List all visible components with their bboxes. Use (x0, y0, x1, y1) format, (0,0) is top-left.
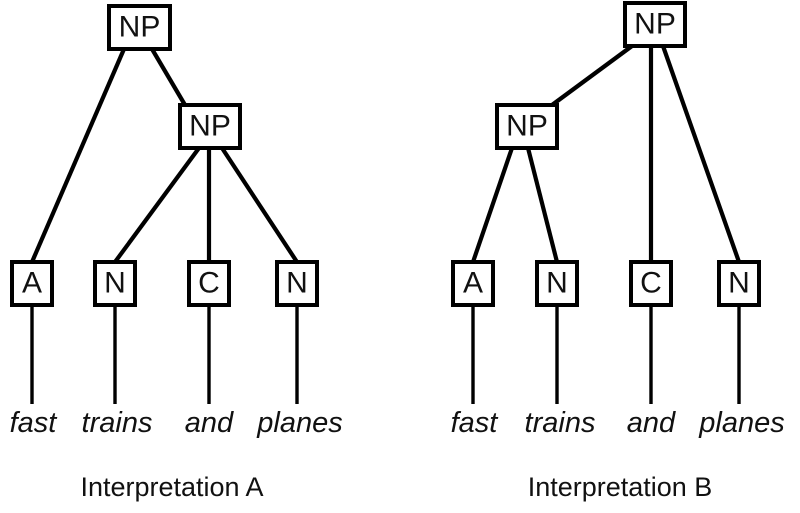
node-label-b-conj: C (640, 266, 662, 299)
node-box-b-conj[interactable] (629, 260, 673, 307)
branch-a-np2-to-a-noun2 (220, 146, 299, 264)
node-label-b-adj: A (463, 266, 483, 299)
node-box-a-adj[interactable] (10, 260, 54, 307)
node-label-a-root: NP (119, 10, 161, 43)
node-box-b-np2[interactable] (495, 103, 559, 150)
node-box-a-noun1[interactable] (93, 260, 137, 307)
node-label-b-root: NP (634, 7, 676, 40)
node-box-b-adj[interactable] (451, 260, 495, 307)
branch-b-root-to-b-np2 (550, 44, 634, 107)
branch-a-root-to-a-np2 (150, 47, 187, 107)
word-label-a-noun1: trains (82, 407, 153, 439)
node-box-a-noun2[interactable] (275, 260, 319, 307)
node-box-b-noun2[interactable] (717, 260, 761, 307)
node-box-b-noun1[interactable] (535, 260, 579, 307)
word-label-b-noun1: trains (525, 407, 596, 439)
caption-interpretation-a: Interpretation A (80, 472, 263, 502)
word-label-a-conj: and (185, 407, 234, 439)
node-label-a-conj: C (198, 266, 220, 299)
branch-b-np2-to-b-adj (471, 147, 514, 263)
node-label-b-noun2: N (728, 266, 750, 299)
node-box-b-root[interactable] (623, 1, 687, 48)
branch-a-np2-to-a-noun1 (113, 146, 201, 264)
node-box-a-root[interactable] (107, 4, 172, 51)
branch-a-root-to-a-adj (30, 48, 126, 263)
node-label-b-np2: NP (506, 109, 548, 142)
caption-interpretation-b: Interpretation B (528, 472, 713, 502)
branch-b-np2-to-b-noun1 (525, 147, 560, 263)
word-label-a-noun2: planes (256, 407, 342, 439)
node-label-a-np2: NP (189, 109, 231, 142)
word-label-b-noun2: planes (698, 407, 784, 439)
node-box-a-np2[interactable] (178, 103, 242, 150)
word-label-b-conj: and (627, 407, 676, 439)
branch-b-root-to-b-noun2 (661, 45, 741, 263)
word-label-b-adj: fast (451, 407, 500, 439)
node-label-a-noun1: N (104, 266, 126, 299)
node-label-a-adj: A (22, 266, 42, 299)
word-label-a-adj: fast (10, 407, 59, 439)
node-label-b-noun1: N (546, 266, 568, 299)
node-box-a-conj[interactable] (187, 260, 231, 307)
node-label-a-noun2: N (286, 266, 308, 299)
